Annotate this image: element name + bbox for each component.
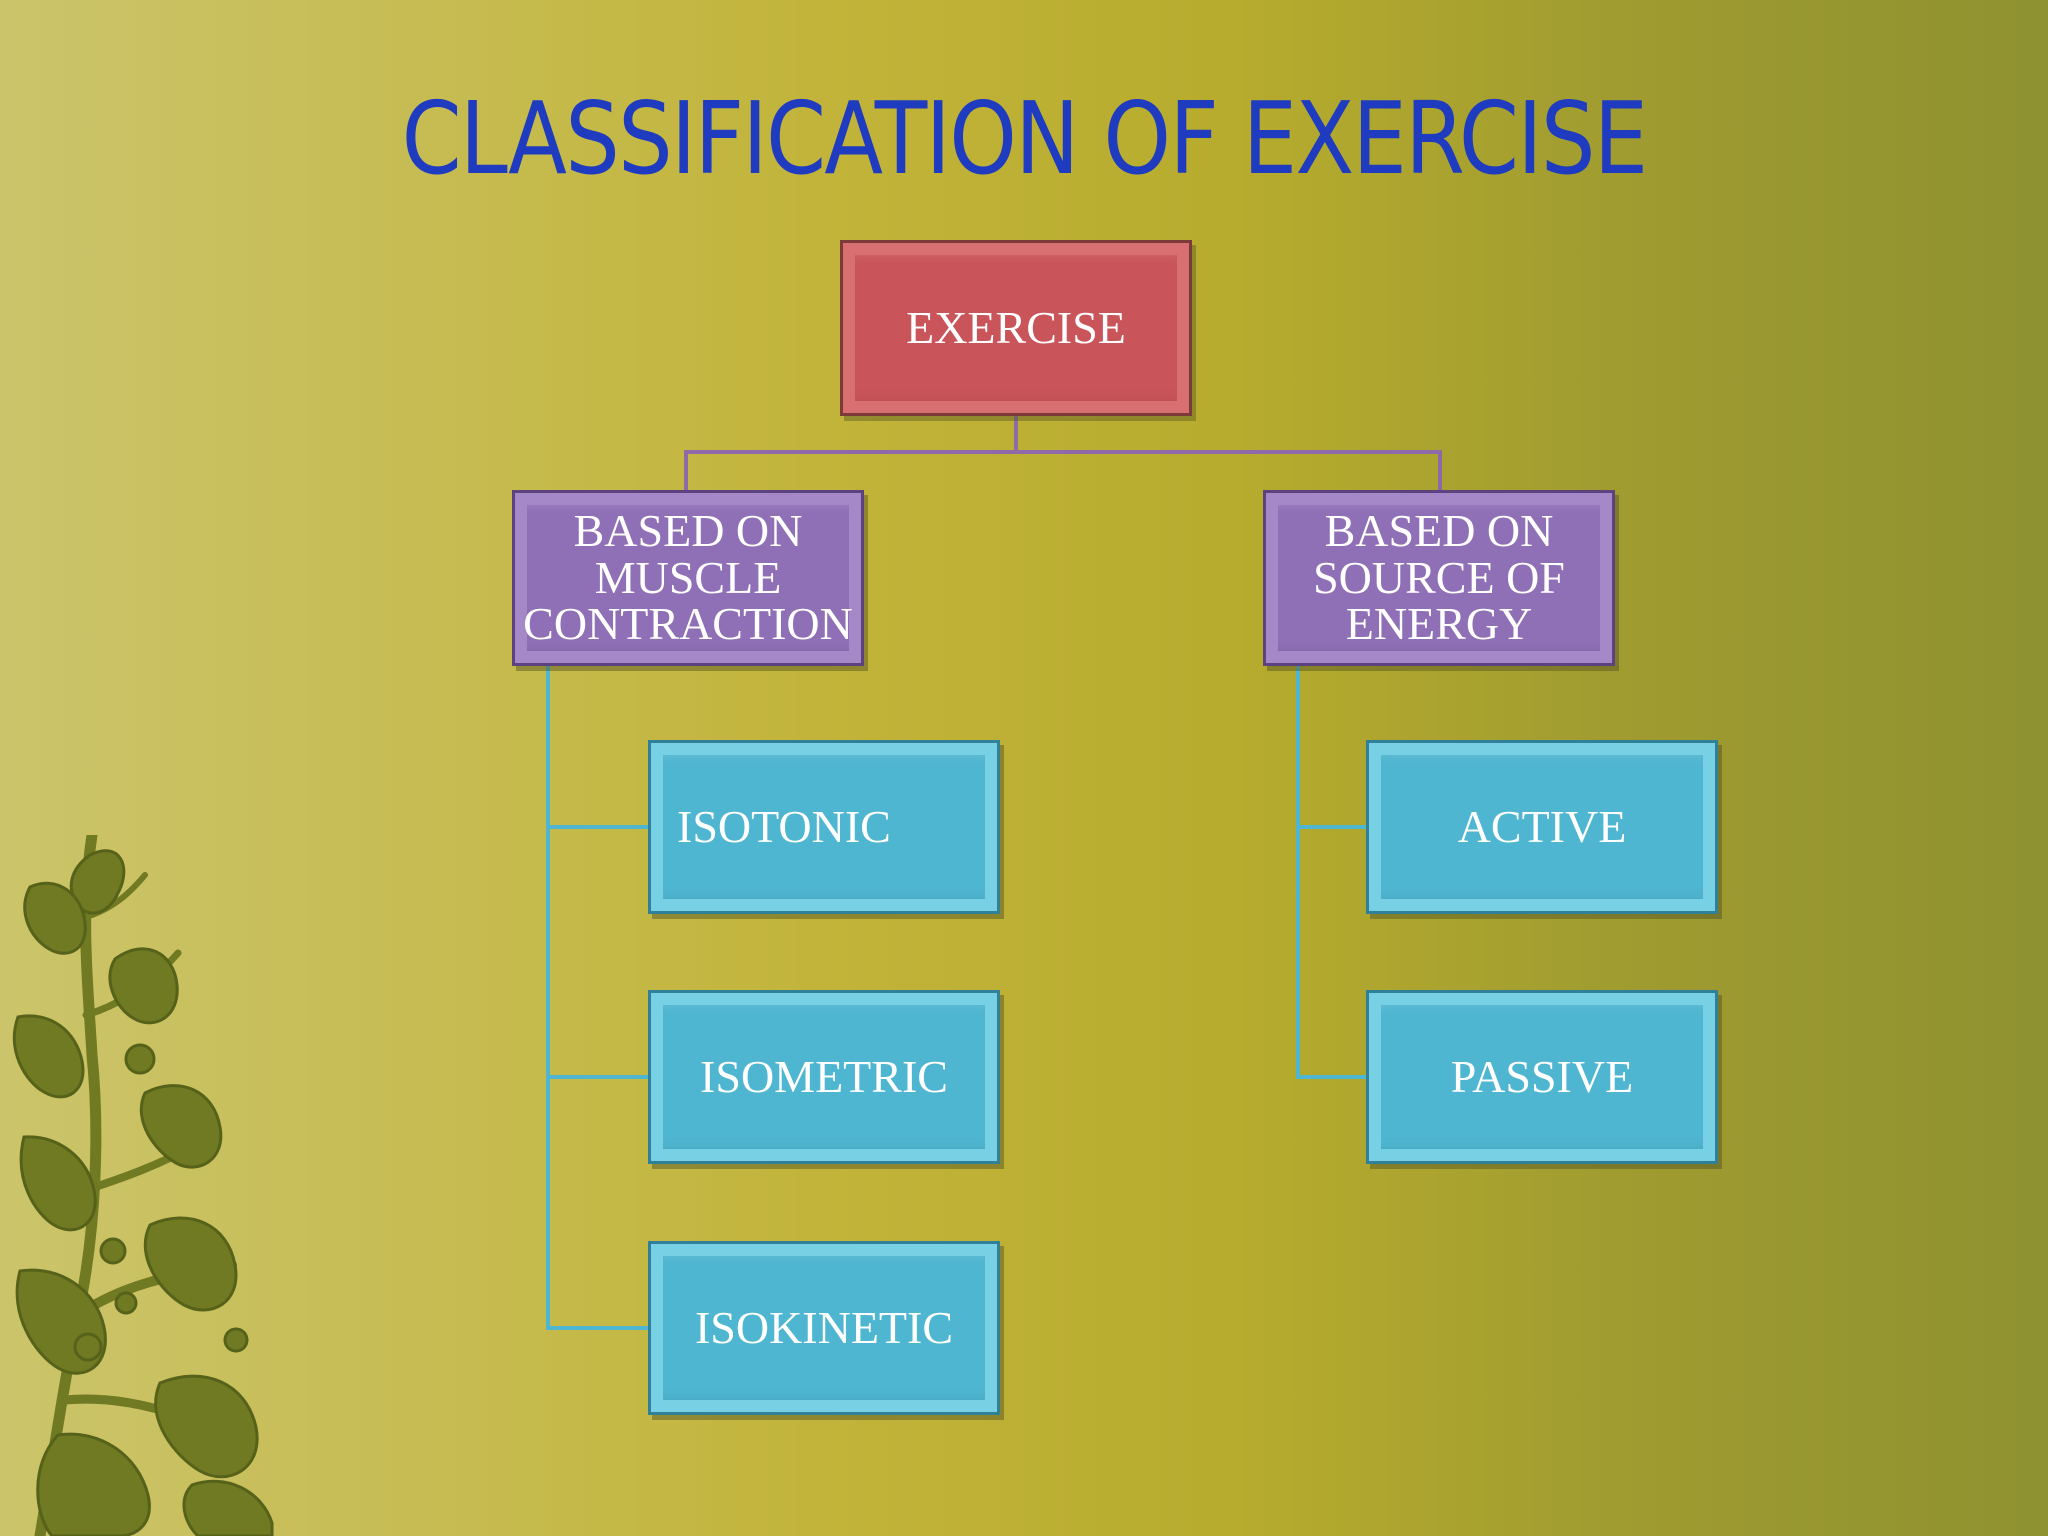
leaf-node-active: ACTIVE [1366,740,1718,914]
root-node: EXERCISE [840,240,1192,416]
leaf-node-passive: PASSIVE [1366,990,1718,1164]
leaf-node-isotonic: ISOTONIC [648,740,1000,914]
slide-title: CLASSIFICATION OF EXERCISE [401,80,1649,197]
muscle-contraction-connector [546,664,650,1330]
root-connector [684,414,1442,492]
energy-source-connector [1296,664,1368,1079]
leaf-node-isokinetic: ISOKINETIC [648,1241,1000,1415]
leaf-node-isometric: ISOMETRIC [648,990,1000,1164]
group-node-muscle-contraction: BASED ON MUSCLE CONTRACTION [512,490,864,666]
group-node-source-of-energy: BASED ON SOURCE OF ENERGY [1263,490,1615,666]
